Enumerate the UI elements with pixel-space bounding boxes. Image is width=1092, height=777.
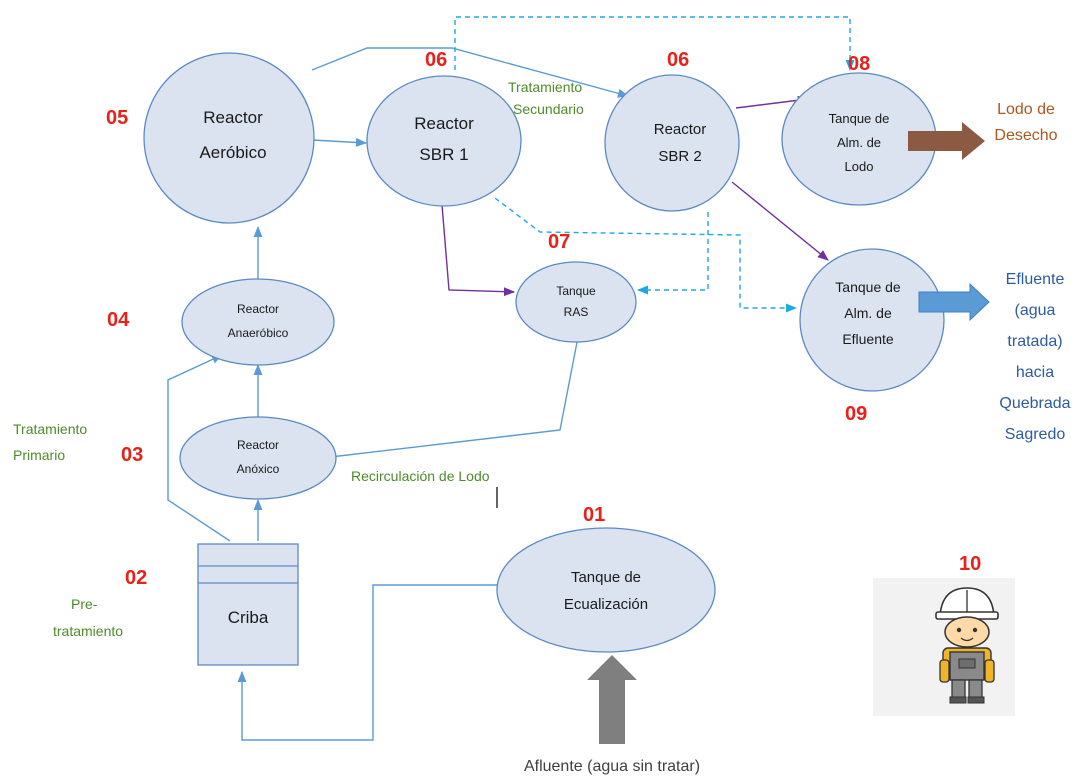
inflow-arrow [587,655,637,744]
reactor-aerobico-label-2: Aeróbico [199,143,266,162]
waste-sludge-arrow [908,122,985,160]
efluente-label: Efluente (agua tratada) hacia Quebrada S… [999,271,1070,443]
sludge-sbr2-to-efluente [731,181,829,261]
step-numbers: 05 06 06 08 07 04 09 03 01 02 10 [106,49,981,589]
efluente-line1: Efluente [1006,271,1065,288]
tanque-ecualizacion-label: Tanque de [571,569,641,586]
stage-primario-line1: Tratamiento [13,421,87,437]
dashed-sbr1-to-lodo [454,16,855,72]
stage-labels: Tratamiento Secundario Tratamiento Prima… [13,79,584,639]
flow-criba-to-anaerobico [167,354,231,542]
efluente-line4: hacia [1016,364,1054,381]
node-reactor-sbr1: Reactor SBR 1 [366,75,522,207]
node-reactor-anoxico: Reactor Anóxico [179,416,337,500]
efluente-line5: Quebrada [999,395,1070,412]
tanque-ecualizacion-label-2: Ecualización [564,596,648,613]
number-07: 07 [548,231,570,253]
number-09: 09 [845,403,867,425]
lodo-desecho-line1: Lodo de [997,101,1055,118]
number-01: 01 [583,504,605,526]
number-10: 10 [959,553,981,575]
node-reactor-anaerobico: Reactor Anaeróbico [181,278,335,366]
reactor-aerobico-label: Reactor [203,108,263,127]
tanque-lodo-label-2: Alm. de [837,135,881,150]
flow-ras-to-anoxico [320,336,579,462]
afluente-label: Afluente (agua sin tratar) [524,758,700,775]
reactor-anoxico-label: Reactor [237,438,279,452]
efluente-line6: Sagredo [1005,426,1066,443]
recirculacion-label: Recirculación de Lodo [351,468,490,484]
sludge-sbr1-to-ras [441,204,516,297]
node-tanque-ecualizacion: Tanque de Ecualización [496,527,716,653]
dashed-sbr2-to-ras [636,212,709,295]
tanque-efluente-label: Tanque de [835,279,901,295]
number-03: 03 [121,444,143,466]
reactor-anaerobico-label-2: Anaeróbico [228,326,289,340]
node-tanque-ras: Tanque RAS [515,261,637,343]
flow-aerobico-to-sbr2 [311,47,630,98]
reactor-sbr1-label-2: SBR 1 [419,145,468,164]
node-reactor-aerobico: Reactor Aeróbico [143,52,315,224]
reactor-anaerobico-label: Reactor [237,302,279,316]
flow-aerobico-to-sbr1 [311,137,368,147]
reactor-sbr2-label-2: SBR 2 [658,148,701,165]
dashed-sbr1-to-efluente [494,197,798,313]
lodo-desecho-label: Lodo de Desecho [994,101,1057,144]
lodo-desecho-line2: Desecho [994,127,1057,144]
tanque-efluente-label-3: Efluente [842,331,894,347]
tanque-ras-label-2: RAS [564,305,589,319]
construction-worker-icon [873,578,1015,716]
number-02: 02 [125,567,147,589]
stage-primario-line2: Primario [13,447,65,463]
number-05: 05 [106,107,128,129]
effluent-arrow [918,282,990,322]
efluente-line2: (agua [1015,302,1056,319]
efluente-line3: tratada) [1007,333,1062,350]
node-reactor-sbr2: Reactor SBR 2 [604,74,740,212]
flow-ecualizacion-to-criba [237,584,497,741]
node-tanque-efluente: Tanque de Alm. de Efluente [799,248,945,392]
reactor-anoxico-label-2: Anóxico [237,462,280,476]
tanque-ras-label: Tanque [556,284,596,298]
tanque-efluente-label-2: Alm. de [844,305,892,321]
node-criba: Criba [197,543,299,666]
stage-pre-line1: Pre- [71,596,98,612]
stage-pre-line2: tratamiento [53,623,123,639]
criba-label: Criba [228,608,269,627]
connectors [167,16,855,741]
reactor-sbr1-label: Reactor [414,114,474,133]
number-04: 04 [107,309,130,331]
tanque-lodo-label: Tanque de [829,111,890,126]
number-08: 08 [848,53,870,75]
stage-secundario-line1: Tratamiento [508,79,582,95]
stage-secundario-line2: Secundario [513,101,584,117]
reactor-sbr2-label: Reactor [654,121,707,138]
number-06-sbr1: 06 [425,49,447,71]
number-06-sbr2: 06 [667,49,689,71]
tanque-lodo-label-3: Lodo [845,159,874,174]
